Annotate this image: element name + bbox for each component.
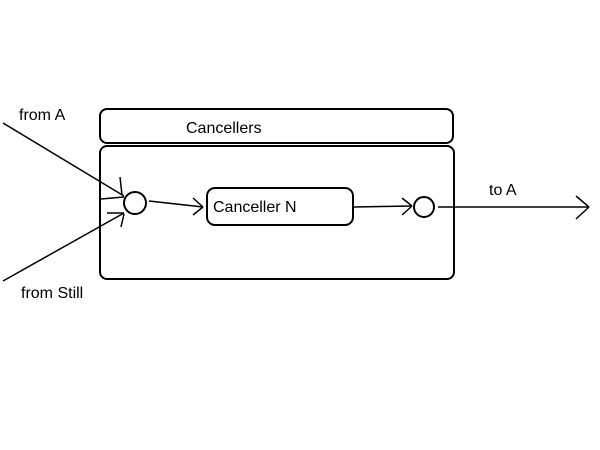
transition-to-a: [438, 195, 590, 220]
transition-from-a: [2, 122, 125, 200]
transition-inner-to-exit: [353, 197, 413, 216]
composite-state-title: Cancellers: [186, 120, 262, 137]
inner-state-box: [206, 187, 354, 226]
inner-state-label: Canceller N: [213, 199, 297, 216]
transition-from-still: [2, 212, 125, 282]
transition-label-from-still: from Still: [21, 285, 84, 302]
transition-label-to-a: to A: [489, 182, 517, 199]
composite-state-body: [99, 145, 455, 280]
entry-junction: [123, 191, 147, 215]
transition-entry-to-inner: [148, 197, 204, 216]
composite-state-header: [99, 108, 454, 144]
exit-junction: [413, 196, 435, 218]
transition-label-from-a: from A: [19, 107, 66, 124]
